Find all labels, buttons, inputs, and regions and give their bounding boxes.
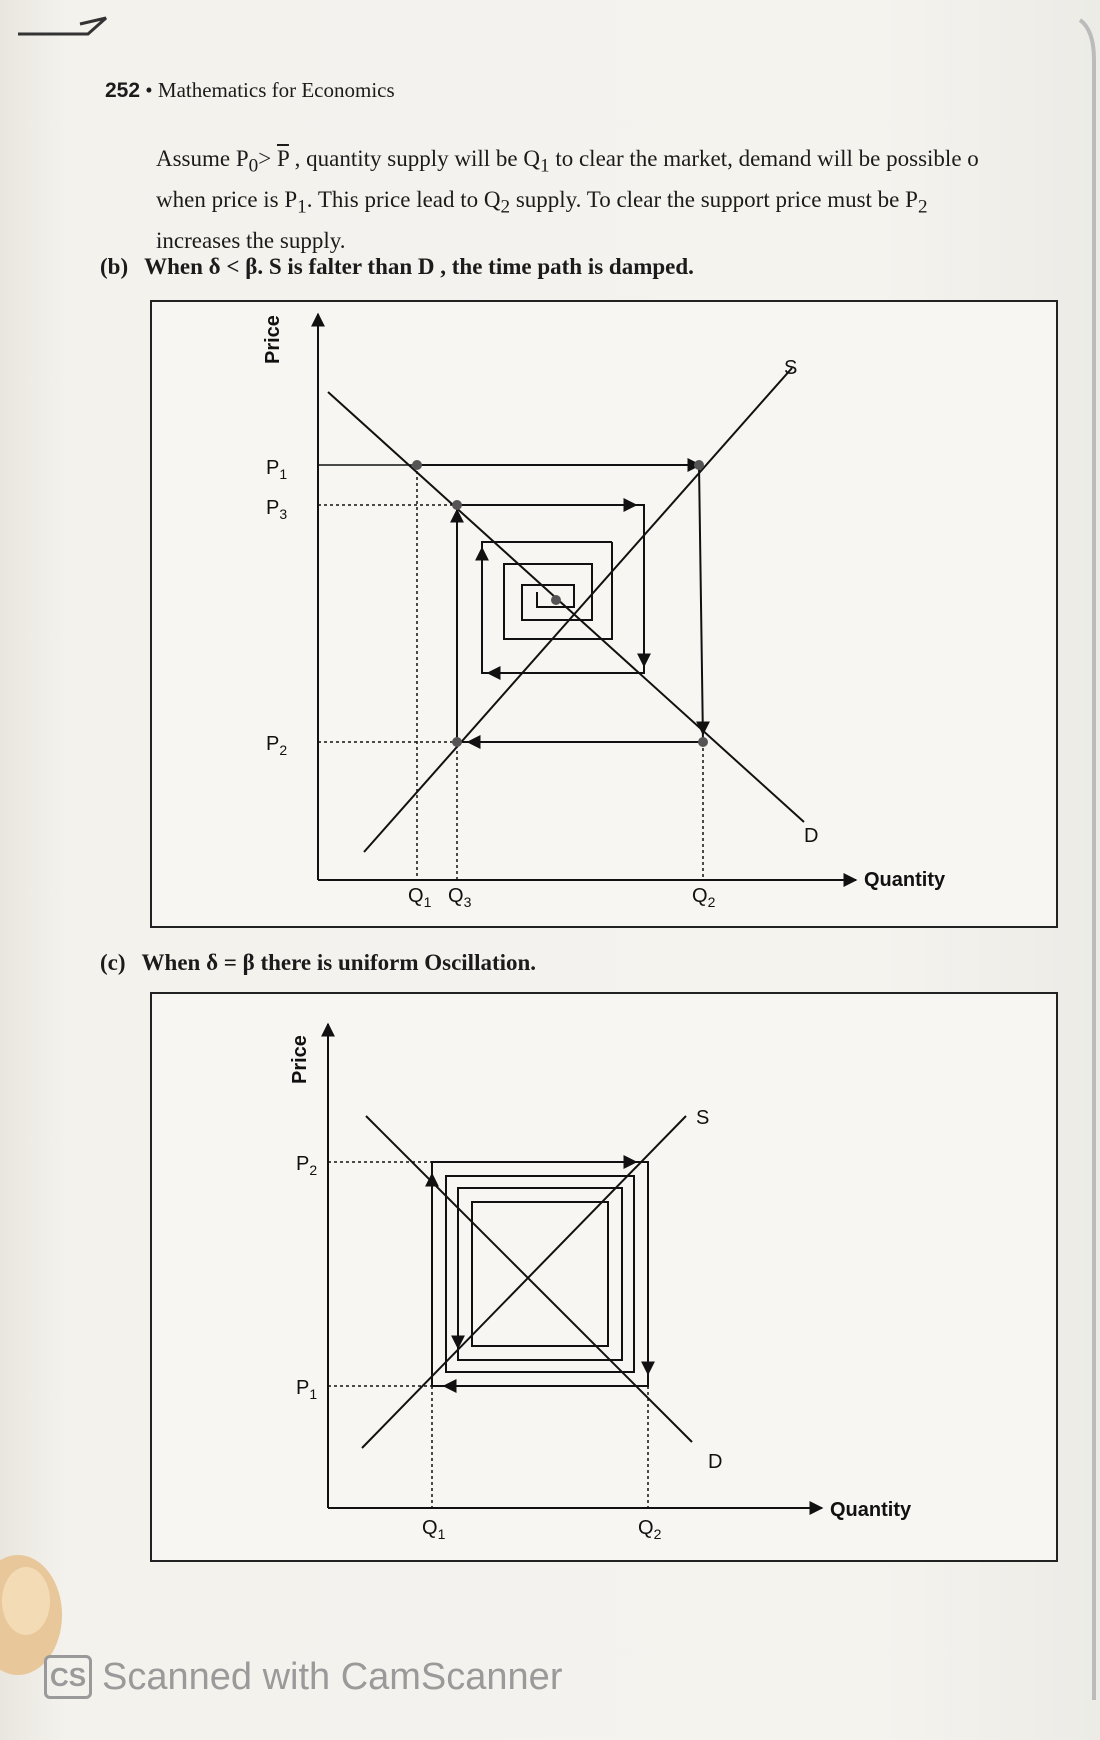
- watermark-text: Scanned with CamScanner: [102, 1655, 563, 1698]
- section-c-heading: (c) When δ = β there is uniform Oscillati…: [100, 950, 536, 976]
- paragraph-line-2: when price is P1. This price lead to Q2 …: [156, 187, 928, 218]
- quantity-label-q1: Q1: [408, 885, 432, 910]
- section-c-text: When δ = β there is uniform Oscillation.: [141, 950, 537, 975]
- demand-label: D: [804, 825, 818, 847]
- supply-line: [363, 367, 793, 853]
- oscillation-box-1: [431, 1161, 649, 1387]
- price-label-p2: P2: [296, 1153, 317, 1178]
- price-label-p1: P1: [296, 1377, 317, 1402]
- point-q2-p2-demand: [698, 737, 708, 747]
- cobweb-path-outer: [417, 464, 705, 743]
- running-header: 252 • Mathematics for Economics: [105, 78, 395, 103]
- oscillation-box-3: [457, 1187, 623, 1361]
- y-axis-label: Price: [262, 315, 284, 364]
- point-q3-p3-demand: [452, 500, 462, 510]
- point-q1-p1-demand: [412, 460, 422, 470]
- section-b-heading: (b) When δ < β. S is falter than D , the …: [100, 254, 694, 280]
- corner-fold-mark: [18, 16, 107, 36]
- quantity-label-q3: Q3: [448, 885, 472, 910]
- point-q3-p2-supply: [452, 737, 462, 747]
- thumb-edge: [0, 1555, 62, 1675]
- page-number: 252: [105, 79, 141, 102]
- x-axis-label: Quantity: [830, 1499, 912, 1521]
- point-q2-p1-supply: [694, 460, 704, 470]
- equilibrium-point: [551, 595, 561, 605]
- supply-label: S: [784, 357, 797, 379]
- supply-label: S: [696, 1107, 709, 1129]
- price-label-p3: P3: [266, 497, 287, 522]
- oscillation-box-2: [445, 1175, 635, 1373]
- section-c-label: (c): [100, 950, 126, 975]
- body-paragraph: Assume P0> P , quantity supply will be Q…: [156, 142, 1056, 258]
- paragraph-line-3: increases the supply.: [156, 228, 346, 254]
- cobweb-path-inner: [503, 542, 613, 640]
- oscillation-box-4: [471, 1201, 609, 1347]
- section-b-label: (b): [100, 254, 129, 279]
- header-bullet: •: [145, 78, 153, 102]
- price-label-p1: P1: [266, 457, 287, 482]
- page-edge: [1078, 18, 1096, 1700]
- demand-label: D: [708, 1451, 722, 1473]
- book-title: Mathematics for Economics: [157, 78, 395, 102]
- y-axis-label: Price: [289, 1035, 311, 1084]
- figure-b-damped-cobweb: Price Quantity S D P1 P3 P2 Q1 Q3 Q2: [150, 300, 1058, 928]
- figure-c-uniform-oscillation: Price Quantity S D P2 P1 Q1 Q2: [150, 992, 1058, 1562]
- price-label-p2: P2: [266, 733, 287, 758]
- section-b-text: When δ < β. S is falter than D , the tim…: [144, 254, 694, 279]
- quantity-label-q2: Q2: [638, 1517, 662, 1542]
- camscanner-watermark: CS Scanned with CamScanner: [44, 1652, 562, 1702]
- paragraph-line-1: Assume P0> P , quantity supply will be Q…: [156, 146, 979, 177]
- quantity-label-q2: Q2: [692, 885, 716, 910]
- camscanner-logo: CS: [44, 1655, 92, 1699]
- x-axis-label: Quantity: [864, 869, 946, 891]
- supply-line: [361, 1115, 687, 1449]
- demand-line: [365, 1115, 693, 1443]
- quantity-label-q1: Q1: [422, 1517, 446, 1542]
